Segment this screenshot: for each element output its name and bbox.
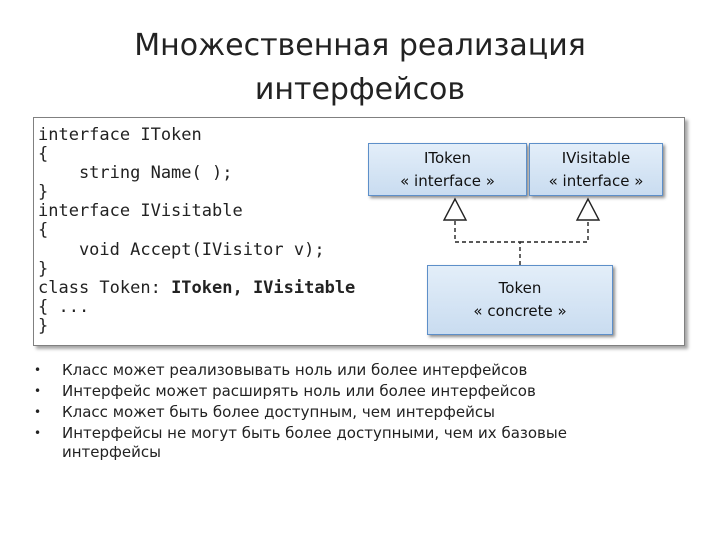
bullet-dot: •	[34, 363, 42, 377]
code-text: { ...	[38, 296, 90, 317]
code-text: }	[38, 182, 49, 203]
code-bold-text: IToken, IVisitable	[171, 277, 356, 298]
code-line: {	[38, 221, 355, 240]
bullet-text: Интерфейсы не могут быть более доступным…	[62, 424, 567, 461]
bullet-list: • Класс может реализовывать ноль или боле…	[34, 361, 634, 464]
code-text: class Token:	[38, 277, 172, 298]
triangle-head-ivisitable	[575, 197, 601, 221]
uml-box-itoken: IToken « interface »	[368, 143, 527, 196]
code-line: }	[38, 183, 355, 202]
bullet-text: Интерфейс может расширять ноль или более…	[62, 382, 536, 400]
bullet-dot: •	[34, 426, 42, 440]
uml-box-ivisitable: IVisitable « interface »	[529, 143, 663, 196]
dashed-connector-ivisitable	[520, 220, 589, 243]
code-text: string Name( );	[38, 163, 233, 184]
bullet-text: Класс может быть более доступным, чем ин…	[62, 403, 495, 421]
itoken-stereotype: « interface »	[400, 172, 495, 190]
token-stereotype: « concrete »	[473, 302, 567, 320]
code-text: {	[38, 144, 49, 165]
code-text: interface IToken	[38, 125, 202, 145]
uml-box-token: Token « concrete »	[427, 265, 613, 335]
code-line: { ...	[38, 296, 355, 317]
code-text: void Accept(IVisitor v);	[38, 239, 325, 260]
token-name: Token	[498, 279, 542, 297]
code-line: class Token: IToken, IVisitable	[38, 277, 356, 298]
bullet-text: Класс может реализовывать ноль или более…	[62, 361, 528, 379]
ivisitable-name: IVisitable	[561, 149, 631, 167]
code-text: interface IVisitable	[38, 201, 243, 222]
code-line: }	[38, 258, 355, 279]
title-line-1: Множественная реализация	[134, 28, 586, 63]
code-line: {	[38, 145, 355, 164]
dashed-connector-itoken	[454, 220, 521, 265]
itoken-name: IToken	[423, 149, 472, 167]
bullet-dot: •	[34, 384, 42, 398]
code-text: {	[38, 220, 49, 241]
bullet-dot: •	[34, 405, 42, 419]
bullet-item: • Класс может реализовывать ноль или боле…	[34, 361, 634, 380]
code-line: string Name( );	[38, 164, 355, 183]
bullet-item: • Интерфейс может расширять ноль или боле…	[34, 382, 634, 401]
ivisitable-stereotype: « interface »	[548, 172, 644, 190]
triangle-head-itoken	[442, 197, 468, 221]
code-listing: interface IToken{ string Name( );}interf…	[38, 125, 356, 336]
slide-title: Множественная реализация интерфейсов	[40, 24, 680, 112]
bullet-item: • Интерфейсы не могут быть более доступны…	[34, 424, 634, 462]
code-text: }	[38, 258, 49, 279]
code-line: void Accept(IVisitor v);	[38, 239, 355, 260]
code-text: }	[38, 315, 49, 336]
code-line: interface IVisitable	[38, 202, 355, 221]
title-line-2: интерфейсов	[254, 72, 466, 107]
bullet-item: • Класс может быть более доступным, чем и…	[34, 403, 634, 422]
code-line: interface IToken	[38, 125, 355, 145]
code-line: }	[38, 315, 355, 336]
